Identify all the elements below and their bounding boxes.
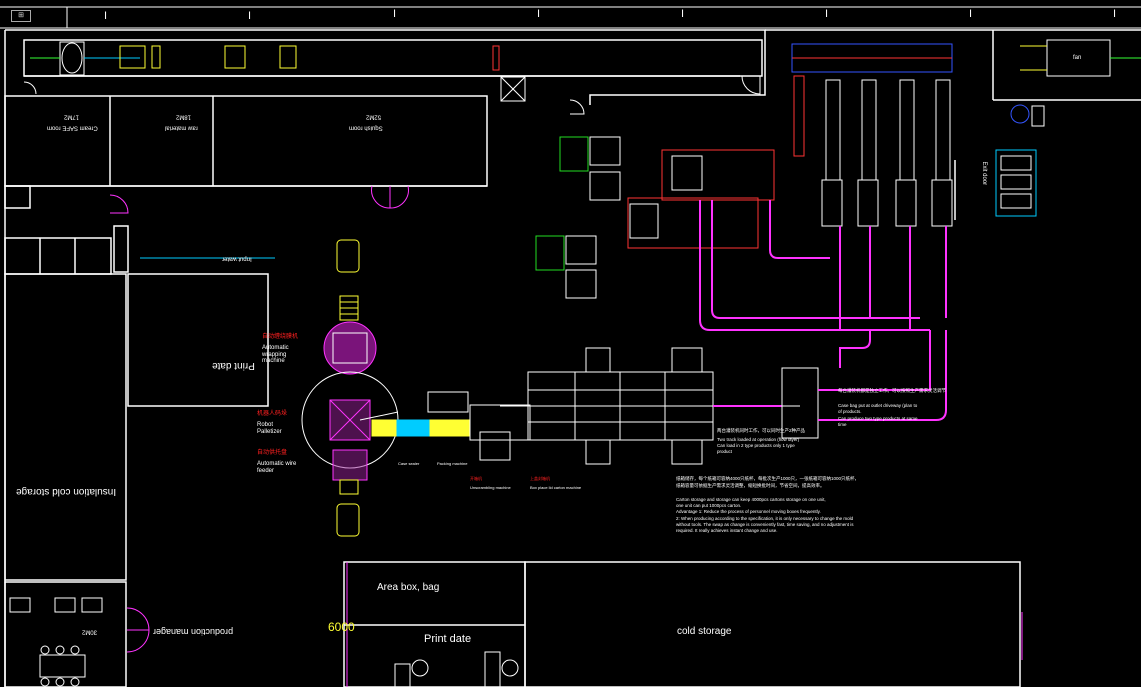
mid-note-cn: 两台灌装机同时工作，可以同时生产2种产品 bbox=[717, 428, 806, 433]
ruler-tick: I bbox=[248, 10, 252, 22]
right-note-2: of products. bbox=[838, 409, 862, 414]
ruler-tick: I bbox=[393, 8, 397, 20]
fan-label: fan bbox=[1073, 55, 1082, 61]
pipes bbox=[699, 200, 947, 421]
exit-equipment bbox=[995, 104, 1045, 217]
ruler-tick: I bbox=[104, 10, 108, 22]
building-walls bbox=[4, 29, 1141, 687]
production-manager-label: production manager bbox=[153, 626, 234, 637]
squish-room-area: 52M2 bbox=[366, 113, 382, 120]
case-sealer-label: Case sealer bbox=[398, 461, 420, 466]
unscrambling-cn-label: 开箱机 bbox=[470, 476, 482, 481]
mid-note-3: product bbox=[717, 449, 733, 454]
ruler-tick: I bbox=[969, 8, 973, 20]
vent-box bbox=[500, 76, 526, 102]
bottom-note-4: 2: When producing according to the speci… bbox=[676, 516, 854, 521]
print-date-left-label: Print date bbox=[212, 360, 255, 371]
bottom-note-1: Carton storage and storage can keep 4000… bbox=[676, 497, 826, 502]
doors bbox=[23, 75, 761, 653]
corridor-equipment bbox=[30, 39, 1141, 77]
case-sealer-line[interactable] bbox=[371, 347, 819, 465]
raw-material-label: raw material bbox=[165, 124, 198, 131]
right-note-cn: 每台灌装机都是独立工作。可以按照生产需求灵活调节 bbox=[838, 388, 946, 393]
storage-boxes bbox=[535, 136, 621, 299]
layout-tab-button[interactable]: ⊞ bbox=[11, 10, 31, 22]
mid-note-2: Can load in 2 type products only 1 type bbox=[717, 443, 795, 448]
bottom-note-cn-1: 纸箱储存，每个纸箱可容纳4000只纸杯，每批次生产1000只，一张纸箱可容纳10… bbox=[676, 476, 860, 481]
right-note-4: time bbox=[838, 422, 847, 427]
ruler-tick: I bbox=[1113, 8, 1117, 20]
exit-door-label: Exit door bbox=[981, 161, 988, 186]
unscrambling-label: Unscrambling machine bbox=[470, 485, 511, 490]
packing-machine-label: Packing machine bbox=[437, 461, 468, 466]
filling-machines[interactable] bbox=[627, 43, 953, 249]
cream-safe-room-area: 17M2 bbox=[64, 113, 80, 120]
wire-feeder-label: Automatic wire feeder bbox=[257, 461, 297, 474]
print-date-bottom-label: Print date bbox=[424, 633, 472, 645]
wrapping-machine-label: Automatic wrapping machine bbox=[262, 345, 289, 365]
carton-machine-label: Box place lid carton machine bbox=[530, 485, 582, 490]
area-box-bag-label: Area box, bag bbox=[377, 582, 440, 593]
dimension-label: 6000 bbox=[328, 620, 355, 634]
wire-feeder-cn-label: 自动供托盘 bbox=[257, 450, 288, 456]
top-ruler bbox=[0, 6, 1141, 29]
bottom-note-5: without tools. The swap as change is con… bbox=[676, 522, 854, 527]
wrapping-machine-cn-label: 自动缠绕膜机 bbox=[262, 334, 299, 340]
palletizer-cn-label: 机器人码垛 bbox=[257, 411, 288, 417]
mid-note-1: Two track loaded at operation (flow laye… bbox=[717, 437, 800, 442]
squish-room-label: Squish room bbox=[349, 124, 383, 131]
ruler-tick: I bbox=[681, 8, 685, 20]
office-area-label: 30M2 bbox=[82, 628, 98, 635]
ruler-tick: I bbox=[825, 8, 829, 20]
palletizer-area[interactable] bbox=[301, 239, 399, 537]
cold-storage-label: cold storage bbox=[677, 626, 732, 637]
bottom-note-3: Advantage 1: Reduce the process of perso… bbox=[676, 509, 821, 514]
input-water-label: Input water bbox=[222, 255, 252, 262]
insulation-cold-storage-label: Insulation cold storage bbox=[16, 486, 117, 497]
bottom-note-cn-2: 纸箱容量可依据生产需求灵活调整，缩短换批时间，节省空间，提高效率。 bbox=[676, 483, 825, 488]
bottom-note-6: required. It really achieves instant cha… bbox=[676, 528, 778, 533]
palletizer-label: Robot Palletizer bbox=[257, 422, 282, 435]
right-note-1: Case bag put at outlet driveway (plan to bbox=[838, 403, 918, 408]
carton-machine-cn-label: 上盖封箱机 bbox=[530, 476, 550, 481]
ruler-tick: I bbox=[537, 8, 541, 20]
office-furniture bbox=[9, 597, 103, 687]
right-note-3: Can produce two type products at same bbox=[838, 416, 918, 421]
bottom-note-2: one unit can put 1000pcs carton. bbox=[676, 503, 742, 508]
print-date-machines bbox=[346, 562, 1023, 687]
raw-material-area: 18M2 bbox=[176, 113, 192, 120]
cream-safe-room-label: Cream SAFE room bbox=[47, 124, 98, 131]
